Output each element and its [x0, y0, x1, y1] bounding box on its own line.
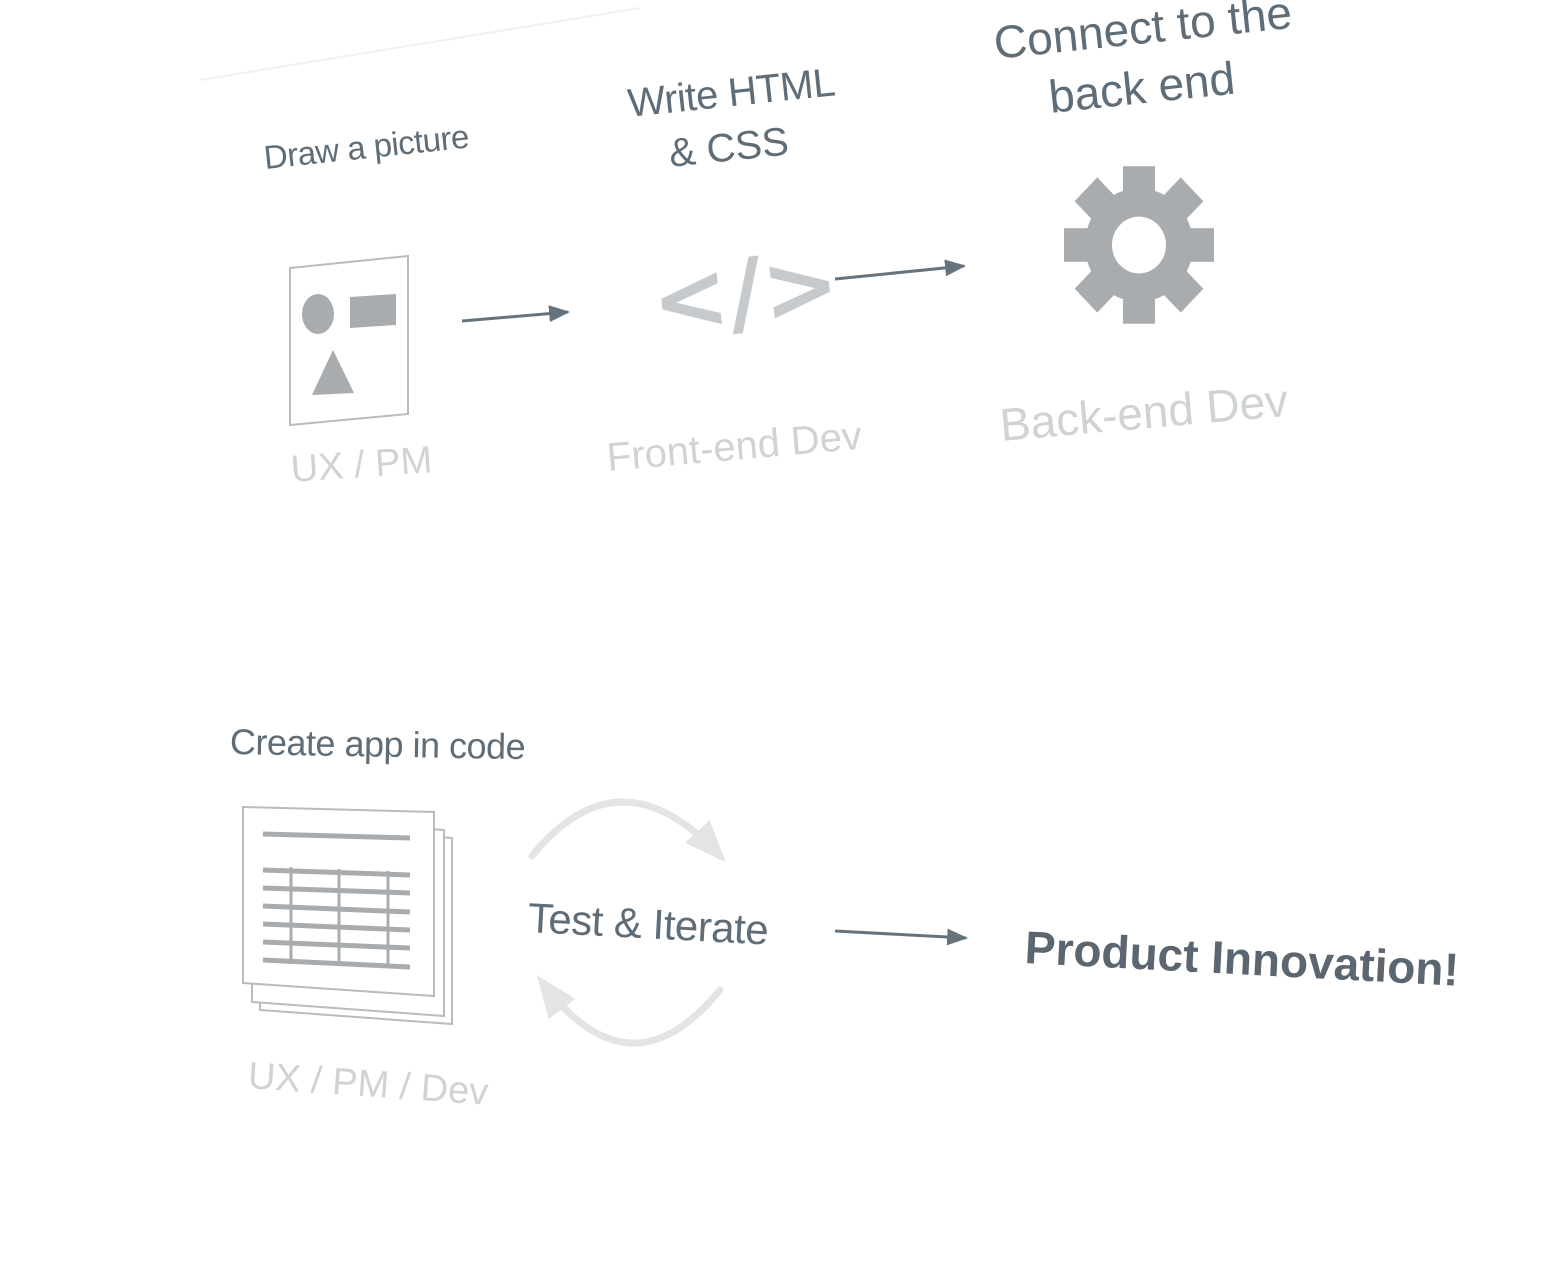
table-document-icon — [242, 805, 453, 1026]
shapes-page-icon — [289, 254, 409, 427]
arrow-right-icon — [834, 259, 967, 281]
arrow-right-icon — [461, 305, 571, 323]
bottom-step1-title: Create app in code — [229, 721, 526, 768]
gear-icon — [1064, 166, 1214, 324]
code-brackets-icon: </> — [646, 229, 845, 356]
slide-edge — [199, 7, 641, 81]
cycle-arrows-icon — [528, 798, 726, 1047]
arrow-right-icon — [834, 928, 969, 946]
